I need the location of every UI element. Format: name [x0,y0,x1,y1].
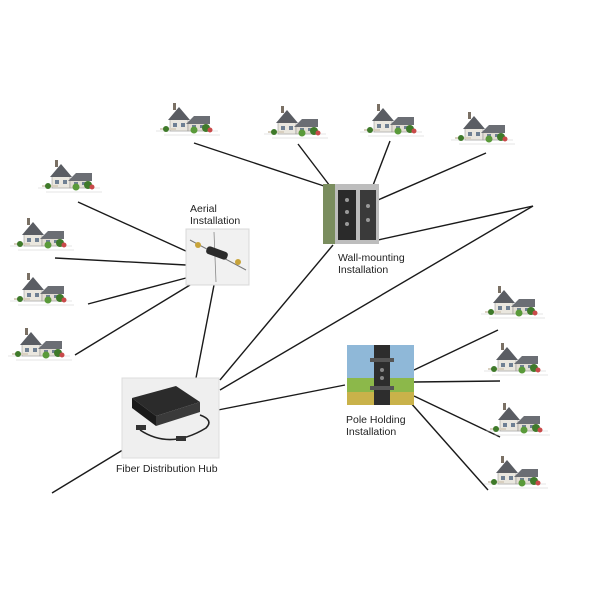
house-icon [7,327,73,361]
house-icon [483,342,549,376]
distribution-hub-icon [121,377,220,459]
house-icon [263,105,329,139]
aerial-installation-label: Aerial Installation [190,203,241,227]
wall-mounting-installation-label: Wall-mounting Installation [338,252,405,276]
house-icon [480,285,546,319]
wall-box-icon [323,184,379,244]
house-icon [359,103,425,137]
house-icon [9,217,75,251]
house-icon [483,455,549,489]
pole-box-icon [347,345,414,405]
house-icon [485,402,551,436]
pole-holding-installation-label: Pole Holding Installation [346,414,406,438]
house-icon [9,272,75,306]
fiber-cables [51,140,534,494]
aerial-closure-icon [185,228,250,286]
house-icon [450,111,516,145]
fiber-distribution-hub-label: Fiber Distribution Hub [116,463,218,475]
house-icon [155,102,221,136]
house-icon [37,159,103,193]
